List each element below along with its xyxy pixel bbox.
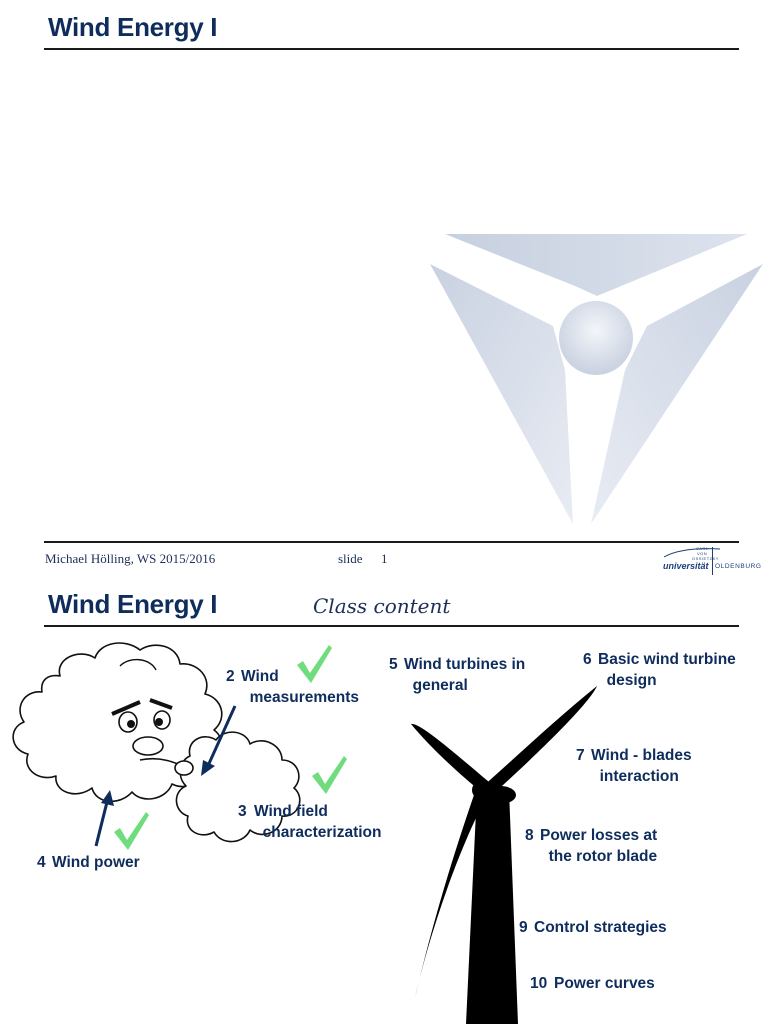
slide2-subtitle: Class content <box>313 594 451 618</box>
topic-7-text: Wind - blades interaction <box>591 747 692 785</box>
arrow-to-measurements-icon <box>201 705 237 776</box>
university-logo: CARL VON OSSIETZKY universität OLDENBURG <box>660 545 768 577</box>
slide1-footer-rule <box>44 541 739 543</box>
topic-2-check-icon <box>297 645 332 683</box>
logo-small-line-2: VON <box>697 551 708 556</box>
logo-city: OLDENBURG <box>715 563 762 570</box>
topic-8-number: 8 <box>525 827 534 844</box>
topic-4-check-icon <box>114 812 149 850</box>
topic-2-text: Wind measurements <box>241 668 360 706</box>
topic-6-number: 6 <box>583 651 592 668</box>
topic-6-text: Basic wind turbine design <box>598 651 736 689</box>
slide1-title: Wind Energy I <box>48 12 218 42</box>
logo-small-line-1: CARL <box>696 546 709 551</box>
topic-7-number: 7 <box>576 747 585 764</box>
logo-divider <box>712 547 713 575</box>
topic-8-text: Power losses at the rotor blade <box>540 827 658 865</box>
wind-cloud-cartoon-icon <box>12 642 301 843</box>
topic-10-text: Power curves <box>554 975 655 992</box>
topic-4-text: Wind power <box>52 854 140 871</box>
topic-5-text: Wind turbines in general <box>404 656 526 694</box>
footer-author: Michael Hölling, WS 2015/2016 <box>45 551 216 566</box>
logo-arc-icon <box>663 548 721 558</box>
topic-4-number: 4 <box>37 854 46 871</box>
topic-9-text: Control strategies <box>534 919 667 936</box>
topic-2-number: 2 <box>226 668 235 685</box>
wind-turbine-silhouette-icon <box>411 686 597 1024</box>
rotor-logo-icon <box>430 234 763 524</box>
topic-10-number: 10 <box>530 975 548 992</box>
footer-slide-label: slide <box>338 551 363 566</box>
slide2-title-rule <box>44 625 739 627</box>
topic-3-check-icon <box>312 756 347 794</box>
topic-9-number: 9 <box>519 919 528 936</box>
logo-small-line-3: OSSIETZKY <box>692 556 719 561</box>
arrow-to-wind-power-icon <box>94 790 114 847</box>
topic-5-number: 5 <box>389 656 398 673</box>
slide1-title-rule <box>44 48 739 50</box>
logo-university: universität <box>663 561 709 571</box>
slide2-title: Wind Energy I <box>48 589 218 619</box>
footer-slide-number: 1 <box>381 551 388 566</box>
topic-3-text: Wind field characterization <box>254 803 382 841</box>
topic-3-number: 3 <box>238 803 247 820</box>
